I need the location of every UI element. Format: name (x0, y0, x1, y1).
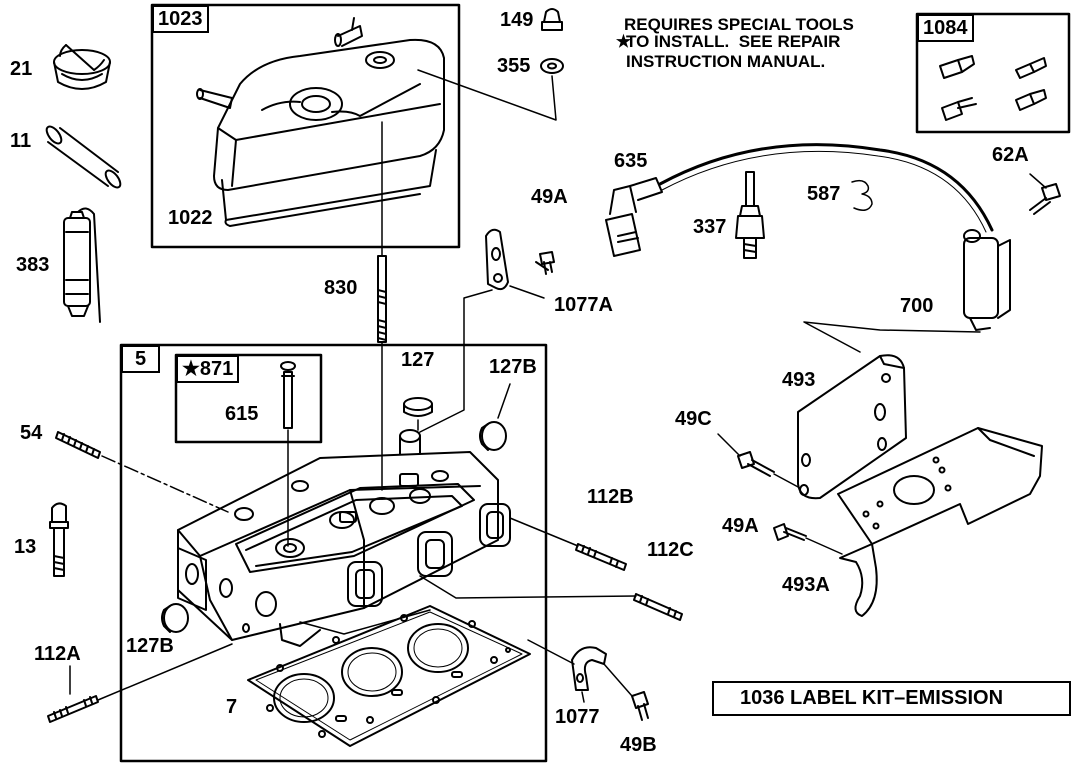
valve-cover-part (196, 17, 445, 227)
stud-830-part (377, 255, 387, 343)
box-label-5: 5 (121, 345, 161, 373)
label-830: 830 (324, 277, 358, 299)
bolt-49B-part (631, 691, 649, 721)
screw-49C-part (737, 451, 775, 477)
label-1077: 1077 (555, 706, 600, 728)
box-label-1084: 1084 (917, 14, 974, 42)
spark-plug-part (735, 171, 765, 259)
note-line-1: REQUIRES SPECIAL TOOLS (624, 15, 854, 34)
leader-1077 (527, 639, 575, 665)
label-kit-emission-box: 1036 LABEL KIT–EMISSION (712, 681, 1071, 716)
leader-700-493 (803, 321, 981, 353)
stud-112A-part (47, 695, 99, 723)
label-337: 337 (693, 216, 727, 238)
connector-terminals (939, 55, 1047, 121)
spark-plug-cap-part (605, 177, 663, 257)
leader-49C (717, 433, 741, 457)
label-149: 149 (500, 9, 534, 31)
star-icon: ★ (615, 32, 632, 51)
leader-1077A (509, 285, 545, 299)
bracket-493-part (797, 354, 907, 500)
leader-54 (101, 455, 229, 513)
leader-112A (97, 643, 233, 701)
ignition-coil-part (963, 229, 1011, 331)
special-tools-note: ★ (597, 16, 631, 67)
leader-62A (1029, 173, 1047, 189)
label-49A-top: 49A (531, 186, 568, 208)
ignition-wire-inner (661, 150, 987, 233)
box-label-871: ★871 (176, 355, 240, 383)
bolt-49A-right-part (773, 523, 807, 541)
leader-49C-right (773, 473, 801, 489)
label-493A: 493A (782, 574, 830, 596)
connector-kit-frame (915, 12, 1071, 134)
label-62A: 62A (992, 144, 1029, 166)
ignition-wire (658, 143, 994, 232)
label-635: 635 (614, 150, 648, 172)
clamp-1077-part (571, 646, 607, 691)
valve-guide-part (280, 361, 296, 429)
leader-149-355 (417, 69, 557, 121)
label-127: 127 (401, 349, 435, 371)
note-line-3: INSTRUCTION MANUAL. (626, 52, 826, 71)
label-49A-right: 49A (722, 515, 759, 537)
bolt-49A-upper-part (535, 251, 555, 275)
label-112C: 112C (647, 539, 694, 561)
label-11: 11 (10, 130, 32, 152)
label-700: 700 (900, 295, 934, 317)
leader-112C (419, 575, 637, 599)
label-13: 13 (14, 536, 37, 558)
bracket-493A-part (837, 427, 1043, 617)
oil-filler-cap-part (53, 44, 111, 90)
screw-62A-part (1029, 183, 1061, 215)
plug-127B-top-part (479, 421, 507, 451)
note-line-2: TO INSTALL. SEE REPAIR (626, 32, 841, 51)
label-1022: 1022 (168, 207, 213, 229)
spark-plug-boot-part (851, 179, 873, 211)
dipstick-part (63, 207, 101, 323)
label-1077A: 1077A (554, 294, 613, 316)
label-112A: 112A (34, 643, 81, 665)
leader-49B (603, 663, 633, 697)
leader-1077A-down (419, 289, 493, 433)
label-383: 383 (16, 254, 50, 276)
leader-49A-right (805, 537, 843, 555)
bolt-13-part (49, 502, 69, 577)
label-112B: 112B (587, 486, 634, 508)
washer-part (540, 58, 564, 74)
stud-54-part (55, 431, 101, 459)
label-355: 355 (497, 55, 531, 77)
valve-cover-frame (150, 3, 461, 249)
label-127B-bottom: 127B (126, 635, 174, 657)
label-493: 493 (782, 369, 816, 391)
label-587: 587 (807, 183, 841, 205)
leader-112B (509, 517, 579, 547)
label-615: 615 (225, 403, 259, 425)
clamp-1077A-part (485, 228, 509, 291)
label-7: 7 (226, 696, 238, 718)
plug-127-part (403, 397, 433, 417)
tube-part (45, 125, 122, 189)
cylinder-head-part (177, 429, 511, 647)
acorn-nut-part (541, 8, 563, 31)
box-label-1023: 1023 (152, 5, 209, 33)
label-21: 21 (10, 58, 33, 80)
label-49C: 49C (675, 408, 712, 430)
stud-112B-part (575, 543, 627, 571)
label-127B-top: 127B (489, 356, 537, 378)
leader-gasket (299, 609, 431, 635)
stud-112C-part (633, 593, 683, 621)
head-gasket-part (247, 605, 531, 747)
plug-127B-bottom-part (161, 603, 189, 633)
label-49B: 49B (620, 734, 657, 756)
valve-guide-frame (174, 353, 323, 444)
cylinder-head-frame (119, 343, 548, 763)
label-54: 54 (20, 422, 43, 444)
leader-1077-down (581, 691, 585, 703)
leader-127B-top (497, 383, 511, 419)
